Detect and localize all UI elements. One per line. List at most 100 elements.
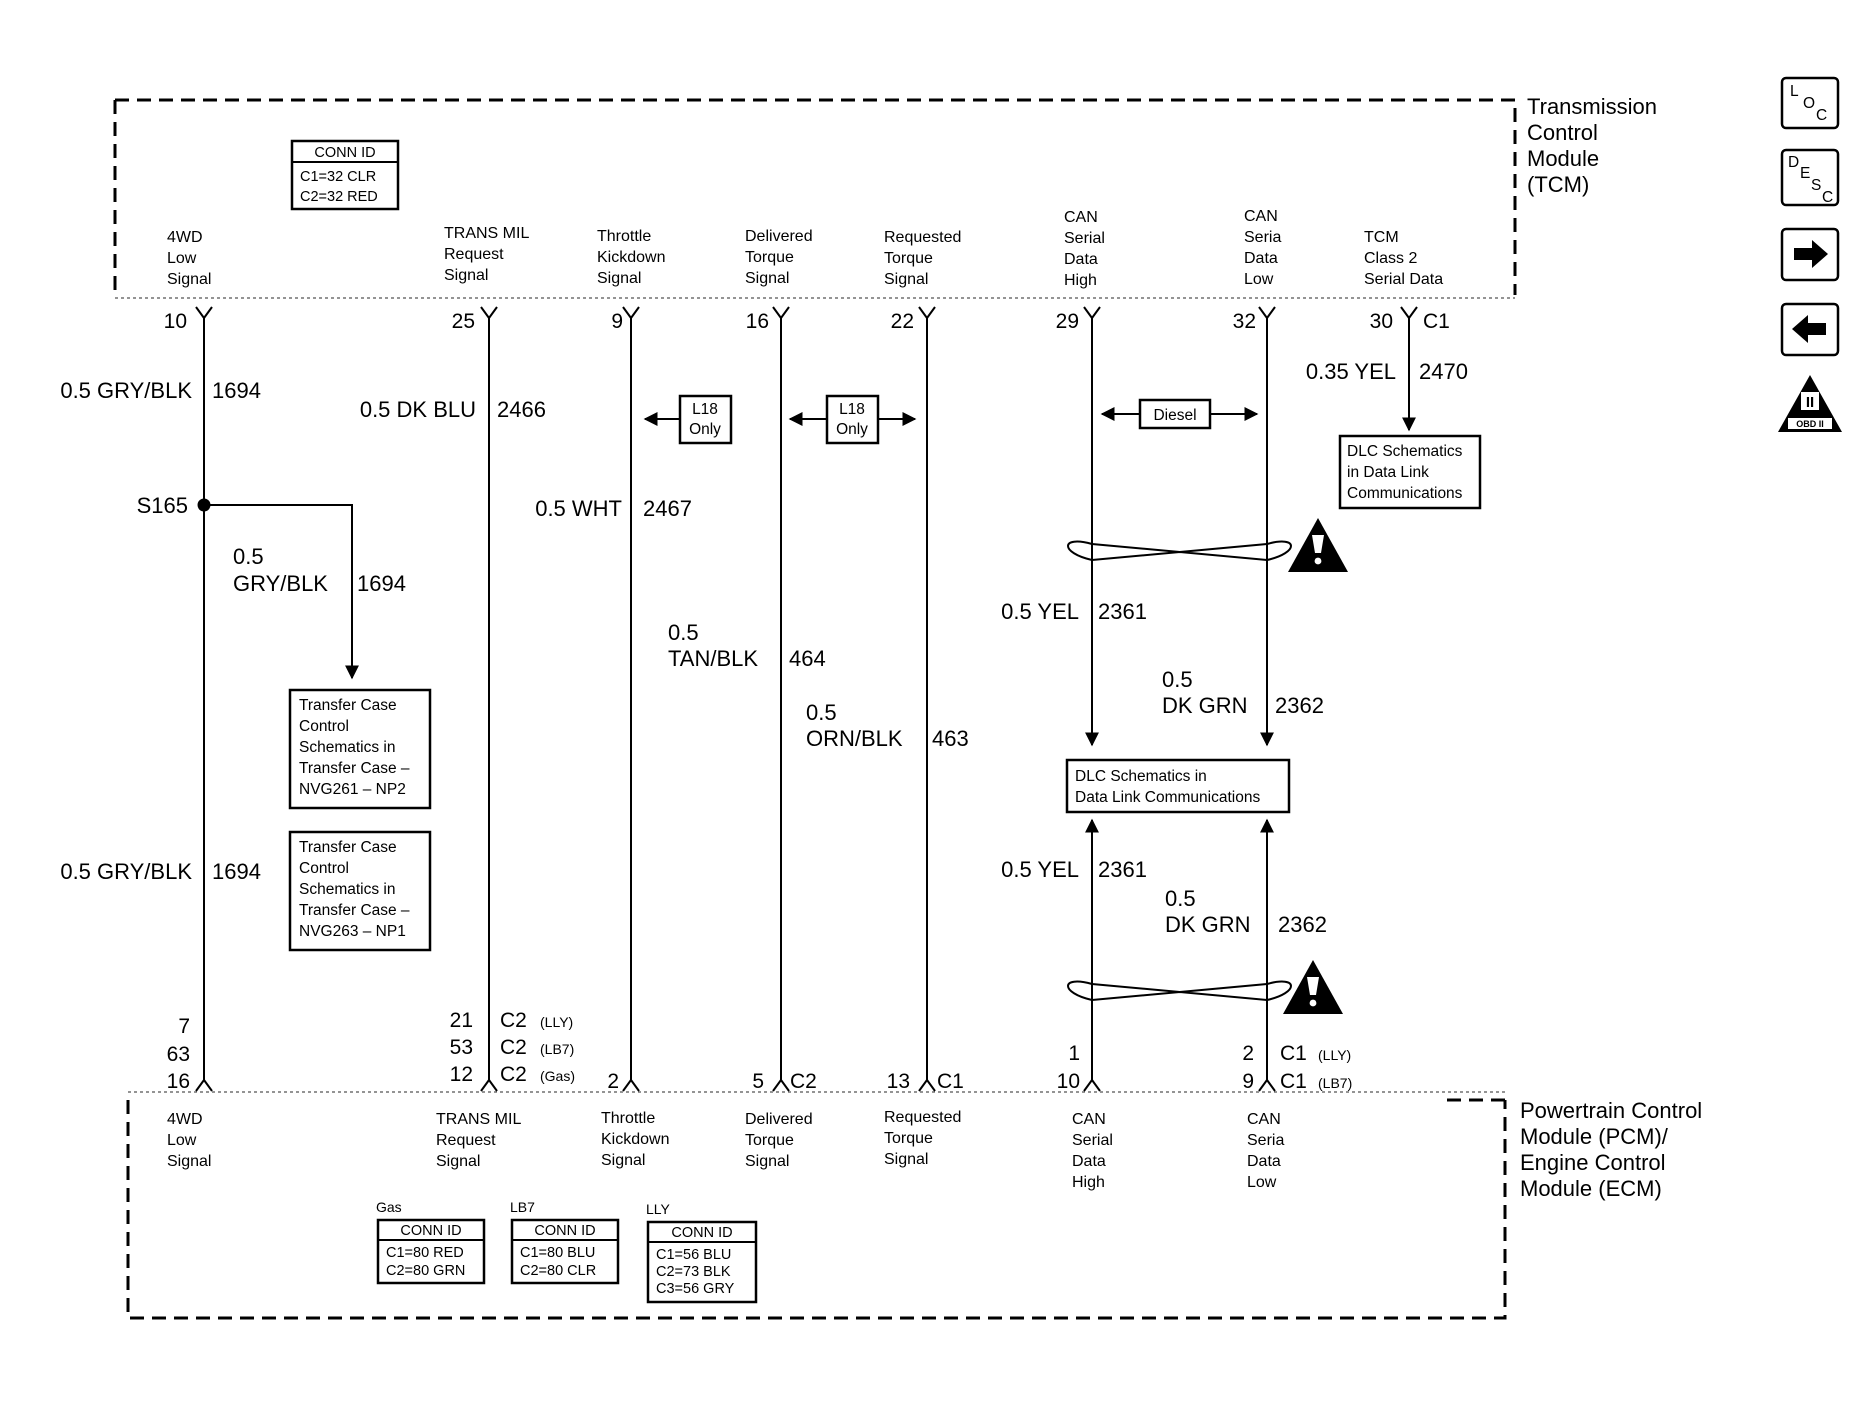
svg-text:0.5: 0.5 [1165,886,1196,911]
svg-text:Transfer Case –: Transfer Case – [299,760,410,777]
wire-can-high: 0.5 YEL 2361 0.5 YEL 2361 1 10 [1001,318,1147,1093]
tcm-signal-delivered-torque: Delivered Torque Signal [745,228,817,287]
svg-text:C1=80 RED: C1=80 RED [386,1245,464,1261]
pcm-module: Powertrain Control Module (PCM)/ Engine … [126,1091,1708,1320]
svg-text:(LLY): (LLY) [1318,1047,1351,1063]
obd-ii-icon[interactable]: II OBD II [1778,375,1842,432]
pcm-conn-id-lly: LLY CONN ID C1=56 BLU C2=73 BLK C3=56 GR… [646,1201,758,1304]
svg-text:0.5 DK BLU: 0.5 DK BLU [360,397,476,422]
twisted-pair-top [1067,540,1292,562]
svg-text:C: C [1822,189,1833,206]
svg-text:C2=32 RED: C2=32 RED [300,189,378,205]
svg-text:C2: C2 [500,1063,527,1086]
ref-box-dlc-can: DLC Schematics in Data Link Communicatio… [1065,758,1291,814]
pcm-signal-can-high: CAN Serial Data High [1072,1111,1117,1191]
pcm-signal-can-low: CAN Seria Data Low [1247,1111,1289,1191]
svg-text:(LB7): (LB7) [540,1041,574,1057]
tcm-signal-trans-mil: TRANS MIL Request Signal [444,225,533,284]
wire-throttle-kickdown: 0.5 WHT 2467 2 [535,318,692,1093]
svg-text:9: 9 [611,310,623,333]
svg-text:C: C [1816,107,1827,124]
wire-can-low: 0.5 DK GRN 2362 0.5 DK GRN 2362 2 C1 (LL… [1162,318,1352,1093]
svg-text:0.5 YEL: 0.5 YEL [1001,599,1079,624]
svg-text:(LLY): (LLY) [540,1014,573,1030]
loc-icon[interactable]: L O C [1780,76,1840,130]
svg-text:13: 13 [887,1070,910,1093]
svg-text:0.5 GRY/BLK: 0.5 GRY/BLK [60,378,192,403]
tcm-title: Transmission Control Module (TCM) [1527,94,1663,197]
svg-text:2361: 2361 [1098,599,1147,624]
svg-text:C3=56 GRY: C3=56 GRY [656,1281,735,1297]
svg-text:DLC Schematics: DLC Schematics [1347,443,1463,460]
svg-text:5: 5 [752,1070,764,1093]
svg-text:C1: C1 [1280,1070,1307,1093]
svg-text:C2=80 GRN: C2=80 GRN [386,1263,465,1279]
svg-text:2466: 2466 [497,397,546,422]
svg-text:30: 30 [1370,310,1393,333]
tcm-signal-can-high: CAN Serial Data High [1064,209,1109,289]
svg-text:Communications: Communications [1347,485,1463,502]
svg-text:0.5: 0.5 [668,620,699,645]
svg-text:21: 21 [450,1009,473,1032]
svg-text:DK GRN: DK GRN [1165,912,1251,937]
svg-text:Schematics in: Schematics in [299,881,395,898]
svg-text:(LB7): (LB7) [1318,1075,1352,1091]
svg-text:2: 2 [607,1070,619,1093]
svg-text:L18: L18 [839,401,865,418]
tcm-module: Transmission Control Module (TCM) CONN I… [113,94,1663,333]
pcm-title: Powertrain Control Module (PCM)/ Engine … [1520,1098,1708,1201]
svg-text:CONN ID: CONN ID [400,1223,461,1239]
wire-requested-torque: 0.5 ORN/BLK 463 13 C1 [806,318,969,1093]
svg-text:22: 22 [891,310,914,333]
wire-4wd-low: 0.5 GRY/BLK 1694 S165 0.5 GRY/BLK 1694 0… [60,318,406,1093]
svg-text:ORN/BLK: ORN/BLK [806,726,903,751]
desc-icon[interactable]: D E S C [1780,148,1840,207]
ref-box-dlc-class2: DLC Schematics in Data Link Communicatio… [1338,434,1482,510]
pcm-terminals [195,1078,1276,1092]
wire-class2-serial-data: 0.35 YEL 2470 [1306,318,1468,432]
tcm-signal-throttle-kickdown: Throttle Kickdown Signal [597,228,670,287]
svg-text:D: D [1788,154,1799,171]
svg-text:L: L [1790,83,1799,100]
svg-text:in Data Link: in Data Link [1347,464,1429,481]
pcm-conn-id-lb7: LB7 CONN ID C1=80 BLU C2=80 CLR [510,1199,620,1285]
svg-text:1694: 1694 [212,859,261,884]
svg-text:Transfer Case: Transfer Case [299,697,397,714]
svg-text:0.35 YEL: 0.35 YEL [1306,359,1396,384]
svg-text:0.5 YEL: 0.5 YEL [1001,857,1079,882]
ref-box-transfer-np1: Transfer Case Control Schematics in Tran… [288,830,432,952]
option-l18-left: L18 Only [643,394,733,445]
svg-text:NVG263 – NP1: NVG263 – NP1 [299,923,406,940]
warning-icon [1288,518,1348,572]
svg-text:L18: L18 [692,401,718,418]
svg-text:0.5: 0.5 [806,700,837,725]
svg-text:2470: 2470 [1419,359,1468,384]
svg-text:63: 63 [167,1043,190,1066]
svg-text:CONN ID: CONN ID [314,145,375,161]
svg-text:0.5 WHT: 0.5 WHT [535,496,622,521]
svg-text:GRY/BLK: GRY/BLK [233,571,328,596]
svg-text:2362: 2362 [1275,693,1324,718]
option-l18-right: L18 Only [788,394,917,445]
svg-text:C1=80 BLU: C1=80 BLU [520,1245,595,1261]
wire-delivered-torque: 0.5 TAN/BLK 464 5 C2 [668,318,826,1093]
arrow-left-icon[interactable] [1780,302,1840,357]
svg-text:2362: 2362 [1278,912,1327,937]
tcm-signal-requested-torque: Requested Torque Signal [884,229,966,288]
svg-text:C1: C1 [937,1070,964,1093]
svg-text:2467: 2467 [643,496,692,521]
pcm-signal-trans-mil: TRANS MIL Request Signal [436,1111,525,1170]
svg-text:9: 9 [1242,1070,1254,1093]
pcm-signal-delivered-torque: Delivered Torque Signal [745,1111,817,1170]
svg-text:C1: C1 [1280,1042,1307,1065]
svg-text:Control: Control [299,718,349,735]
wire-trans-mil: 0.5 DK BLU 2466 21 C2 (LLY) 53 C2 (LB7) … [360,318,575,1086]
svg-text:TAN/BLK: TAN/BLK [668,646,758,671]
arrow-right-icon[interactable] [1780,227,1840,282]
svg-text:29: 29 [1056,310,1079,333]
svg-text:Transfer Case: Transfer Case [299,839,397,856]
svg-text:1: 1 [1068,1042,1080,1065]
svg-text:32: 32 [1233,310,1256,333]
svg-text:Control: Control [299,860,349,877]
